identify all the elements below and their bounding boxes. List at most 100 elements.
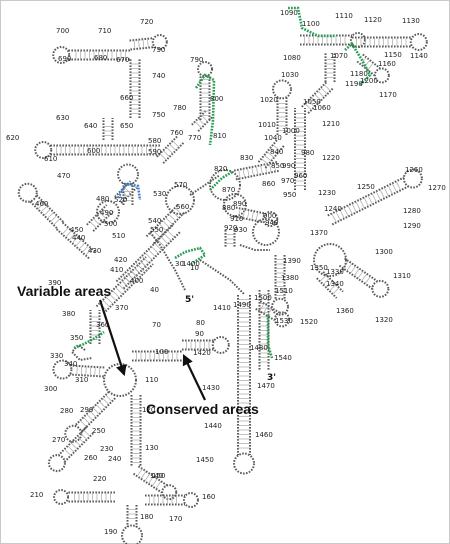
helix-790-810: [197, 61, 213, 120]
position-label: 1390: [283, 257, 301, 265]
position-label: 1100: [302, 20, 320, 28]
three-prime-end-label: 3': [267, 373, 276, 383]
position-label: 730: [152, 46, 165, 54]
position-label: 910: [230, 215, 243, 223]
helix-220-260: [47, 426, 94, 473]
variable-areas-label: Variable areas: [17, 283, 111, 299]
position-label: 550: [150, 226, 163, 234]
position-label: 1520: [300, 318, 318, 326]
helix-70-100: [132, 350, 182, 362]
position-label: 860: [262, 180, 275, 188]
position-label: 740: [152, 72, 165, 80]
position-label: 690: [58, 55, 71, 63]
position-label: 660: [120, 94, 133, 102]
helix-700-730: [129, 34, 168, 51]
position-label: 900: [263, 212, 276, 220]
position-label: 160: [202, 493, 215, 501]
position-label: 1230: [318, 189, 336, 197]
position-label: 1080: [283, 54, 301, 62]
variable-areas-arrow: [98, 299, 127, 377]
position-label: 540: [148, 217, 161, 225]
position-label: 110: [145, 376, 158, 384]
position-label: 520: [114, 196, 127, 204]
helix-840-860: [257, 138, 286, 169]
position-label: 1420: [193, 349, 211, 357]
helix-1150-1170: [356, 53, 390, 84]
position-label: 230: [100, 445, 113, 453]
helix-920-940: [224, 230, 236, 248]
position-label: 570: [174, 181, 187, 189]
position-label: 1450: [196, 456, 214, 464]
helix-1380-1390: [271, 255, 289, 316]
helix-1510-1530: [255, 300, 290, 328]
position-label: 560: [176, 203, 189, 211]
position-label: 1370: [310, 229, 328, 237]
position-label: 640: [84, 122, 97, 130]
position-label: 1000: [282, 127, 300, 135]
helix-540-560: [145, 203, 187, 245]
position-label: 190: [104, 528, 117, 536]
position-label: 530: [153, 190, 166, 198]
position-label: 1310: [393, 272, 411, 280]
position-label: 1360: [336, 307, 354, 315]
position-label: 490: [100, 209, 113, 217]
position-label: 310: [75, 376, 88, 384]
position-label: 750: [152, 111, 165, 119]
position-label: 480: [96, 195, 109, 203]
helix-1310-1330: [338, 257, 390, 298]
position-label: 500: [104, 220, 117, 228]
helix-1350-1370: [316, 271, 344, 299]
position-label: 150: [152, 472, 165, 480]
position-label: 250: [92, 427, 105, 435]
position-label: 140: [150, 472, 163, 480]
helix-830-880: [233, 160, 281, 181]
position-label: 510: [112, 232, 125, 240]
rna-structure: [17, 32, 428, 544]
position-label: 1500: [254, 294, 272, 302]
helix-640-650: [102, 118, 114, 140]
position-label: 920: [224, 224, 237, 232]
junction-loop-central: [165, 185, 195, 215]
helix-660-750: [129, 58, 141, 118]
variable-region-v5: [266, 315, 274, 359]
position-label: 850: [271, 162, 284, 170]
internal-loop-480-520: [96, 200, 120, 224]
position-label: 590: [148, 148, 161, 156]
position-label: 1170: [379, 91, 397, 99]
position-label: 720: [140, 18, 153, 26]
position-label: 390: [48, 279, 61, 287]
variable-region-v7: [209, 170, 233, 191]
position-label: 780: [173, 104, 186, 112]
helix-70-90-arm: [182, 336, 230, 354]
position-label: 460: [35, 200, 48, 208]
position-label: 1380: [281, 274, 299, 282]
position-label: 680: [94, 54, 107, 62]
position-label: 1160: [378, 60, 396, 68]
helix-410-450: [55, 221, 96, 260]
position-label: 1200: [360, 77, 378, 85]
position-label: 600: [87, 147, 100, 155]
position-label: 1050: [303, 98, 321, 106]
variable-region-v6: [73, 330, 105, 350]
helix-340-360: [89, 310, 101, 344]
position-label: 800: [210, 95, 223, 103]
helix-780-800: [191, 109, 214, 132]
backbone-1-30: [149, 231, 186, 291]
position-label: 1470: [257, 382, 275, 390]
position-label: 870: [222, 186, 235, 194]
position-label: 1400: [182, 260, 200, 268]
position-label: 80: [196, 319, 205, 327]
position-label: 100: [155, 348, 168, 356]
position-label: 1300: [375, 248, 393, 256]
position-label: 30: [175, 260, 184, 268]
helix-1240-1300: [327, 168, 423, 226]
position-label: 1140: [410, 52, 428, 60]
backbone-920-1390: [239, 244, 270, 251]
position-label: 1530: [275, 317, 293, 325]
position-label: 1410: [213, 304, 231, 312]
position-label: 410: [110, 266, 123, 274]
position-label: 180: [140, 513, 153, 521]
conserved-areas-arrow: [182, 354, 206, 401]
position-label: 400: [130, 277, 143, 285]
